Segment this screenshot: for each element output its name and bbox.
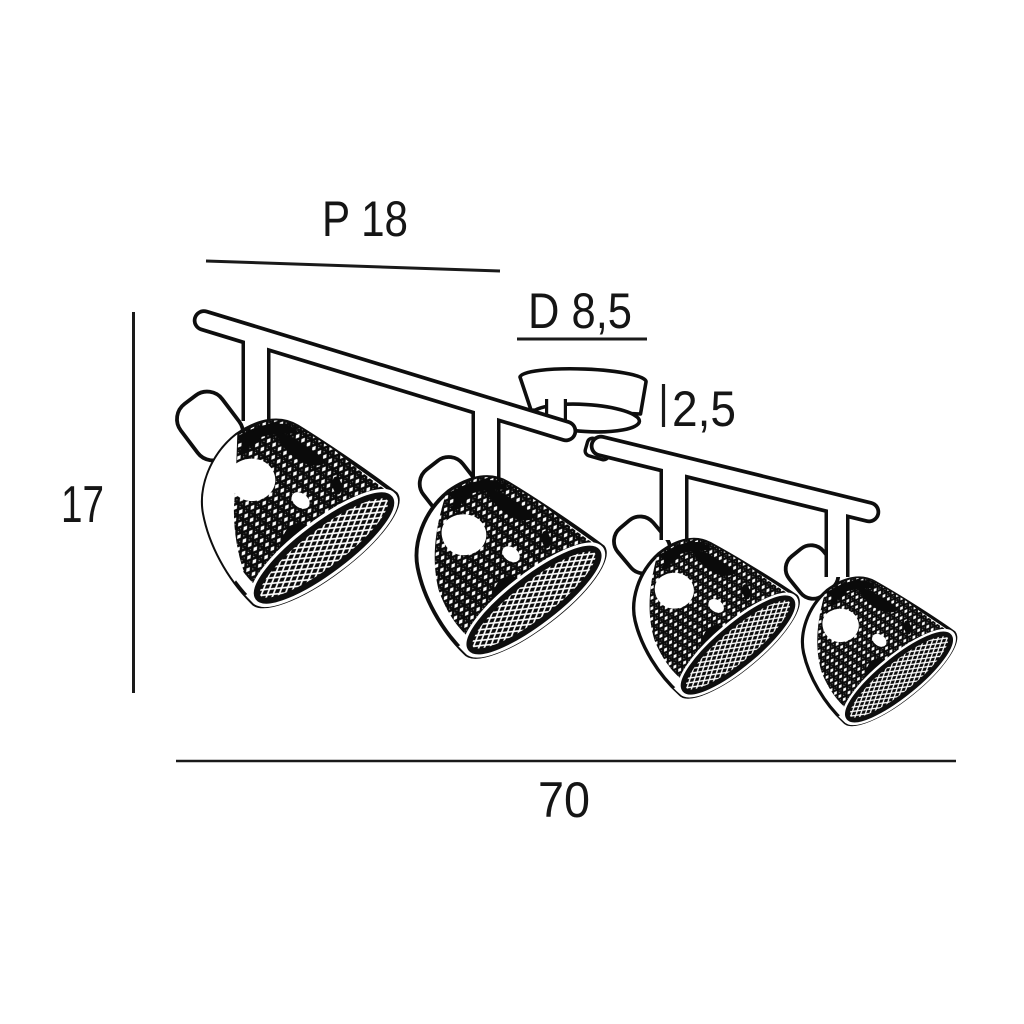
svg-text:2,5: 2,5 <box>672 381 736 437</box>
svg-text:D 8,5: D 8,5 <box>528 283 632 339</box>
svg-text:70: 70 <box>538 772 590 828</box>
svg-text:17: 17 <box>61 476 104 534</box>
svg-text:P 18: P 18 <box>322 191 408 247</box>
